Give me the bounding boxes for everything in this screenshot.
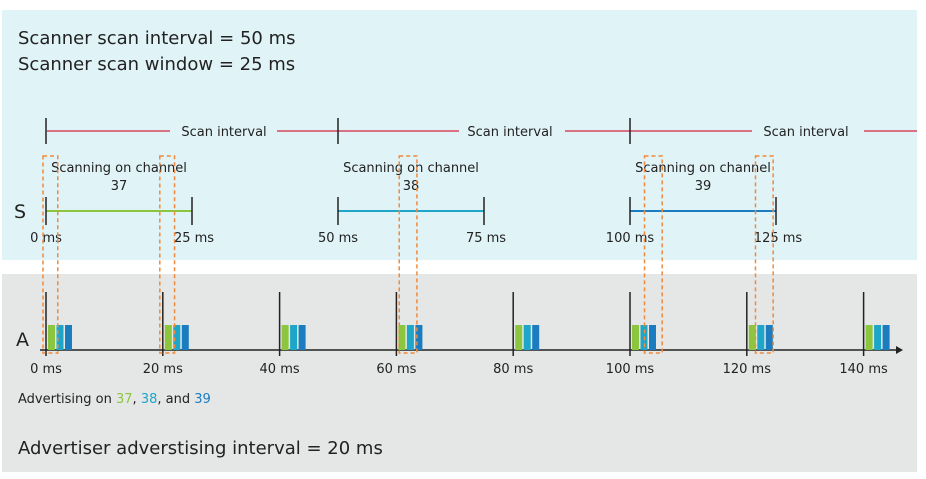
- overlap-highlight-box: [398, 155, 418, 354]
- overlap-highlight-box: [42, 155, 59, 354]
- scan-window-caption: Scanning on channel: [343, 161, 479, 176]
- advertising-packet-ch39: [65, 325, 72, 350]
- advertising-packet-ch38: [56, 325, 64, 350]
- legend-channel-38: 38: [140, 392, 158, 407]
- advertising-time-label: 60 ms: [376, 362, 416, 377]
- advertising-packet-ch39: [882, 325, 890, 350]
- advertising-packet-ch39: [532, 325, 540, 350]
- scan-interval-label: Scan interval: [763, 125, 848, 140]
- scan-interval-heading: Scanner scan interval = 50 ms: [18, 28, 296, 49]
- advertising-packet-ch38: [173, 325, 181, 350]
- scan-window-start-label: 50 ms: [318, 231, 358, 246]
- advertising-packet-ch37: [398, 325, 406, 350]
- advertising-packet-ch39: [181, 325, 189, 350]
- advertising-time-label: 100 ms: [606, 362, 655, 377]
- scan-interval-label: Scan interval: [467, 125, 552, 140]
- scan-window-end-label: 125 ms: [754, 231, 803, 246]
- scan-window-caption: Scanning on channel: [51, 161, 187, 176]
- advertising-packet-ch37: [515, 325, 523, 350]
- advertising-time-label: 40 ms: [260, 362, 300, 377]
- scanner-panel: [2, 10, 917, 260]
- overlap-highlight-box: [643, 155, 663, 354]
- scan-window-channel: 38: [403, 179, 420, 194]
- legend-prefix: Advertising on: [18, 392, 116, 407]
- scan-window-channel: 39: [695, 179, 712, 194]
- advertising-time-label: 0 ms: [30, 362, 62, 377]
- advertising-packet-ch37: [281, 325, 289, 350]
- advertising-interval-heading: Advertiser adverstising interval = 20 ms: [18, 438, 383, 459]
- advertising-packet-ch38: [290, 325, 298, 350]
- advertising-packet-ch37: [865, 325, 873, 350]
- scan-window-end-label: 75 ms: [466, 231, 506, 246]
- legend-channel-39: 39: [194, 392, 211, 407]
- advertising-packet-ch39: [649, 325, 656, 350]
- scan-window-start-label: 0 ms: [30, 231, 62, 246]
- legend-separator-1: ,: [132, 392, 141, 407]
- advertising-packet-ch37: [164, 325, 172, 350]
- scan-window-heading: Scanner scan window = 25 ms: [18, 54, 296, 75]
- scan-window-channel: 37: [111, 179, 128, 194]
- advertising-time-label: 140 ms: [839, 362, 888, 377]
- scanner-row-label: S: [14, 201, 26, 223]
- advertising-time-label: 80 ms: [493, 362, 533, 377]
- advertising-time-label: 20 ms: [143, 362, 183, 377]
- scan-interval-label: Scan interval: [181, 125, 266, 140]
- advertising-packet-ch38: [874, 325, 882, 350]
- advertising-channels-legend: Advertising on 37, 38, and 39: [18, 392, 211, 407]
- advertising-time-label: 120 ms: [723, 362, 772, 377]
- advertising-packet-ch37: [748, 325, 756, 350]
- scan-window-caption: Scanning on channel: [635, 161, 771, 176]
- legend-channel-37: 37: [116, 392, 133, 407]
- scan-window-start-label: 100 ms: [606, 231, 655, 246]
- advertising-packet-ch38: [523, 325, 531, 350]
- advertising-packet-ch39: [298, 325, 306, 350]
- overlap-highlight-box: [754, 155, 774, 354]
- advertiser-row-label: A: [16, 329, 29, 351]
- scan-window-end-label: 25 ms: [174, 231, 214, 246]
- advertising-packet-ch39: [415, 325, 423, 350]
- advertising-packet-ch38: [406, 325, 414, 350]
- advertising-packet-ch37: [48, 325, 55, 350]
- advertising-packet-ch39: [765, 325, 773, 350]
- advertising-packet-ch37: [632, 325, 639, 350]
- overlap-highlight-box: [159, 155, 176, 354]
- axis-arrow-icon: [896, 346, 903, 354]
- advertising-packet-ch38: [757, 325, 765, 350]
- legend-separator-2: , and: [157, 392, 195, 407]
- advertiser-panel: [2, 274, 917, 472]
